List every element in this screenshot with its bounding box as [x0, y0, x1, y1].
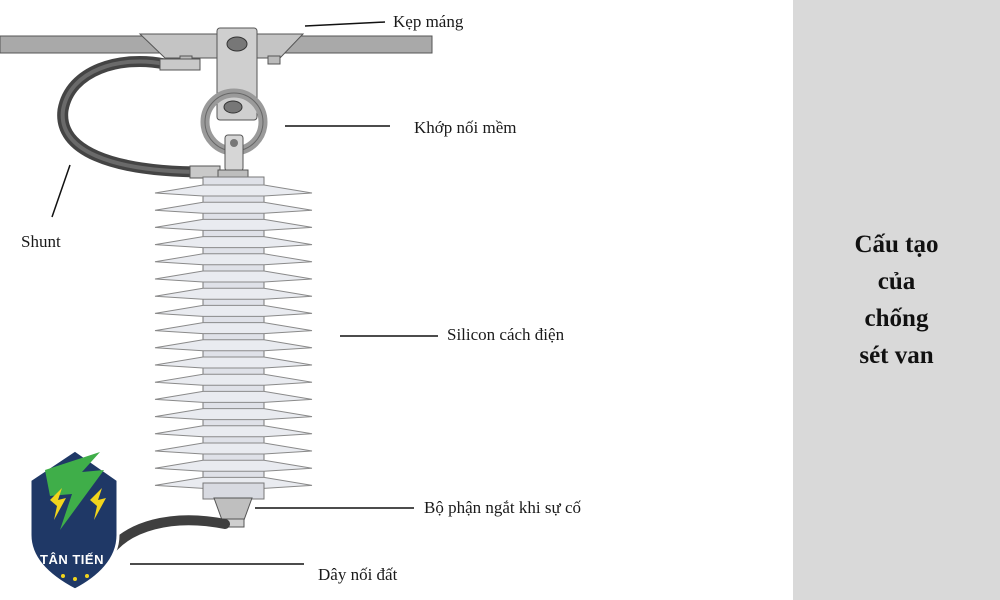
insulator-sheds [154, 184, 313, 489]
bracket-bolt-top [226, 36, 248, 52]
insulator-shed [154, 287, 313, 300]
arrester-diagram [0, 21, 438, 592]
insulator-shed [154, 339, 313, 352]
insulator-shed [154, 442, 313, 455]
logo-star-right [85, 574, 89, 578]
logo-star-left [61, 574, 65, 578]
housing-bottom [202, 482, 265, 500]
insulator-shed [154, 236, 313, 249]
logo-bolt-yellow-right [90, 488, 106, 520]
insulator-shed [154, 373, 313, 386]
logo-star-mid [73, 577, 77, 581]
label-shunt: Shunt [21, 232, 61, 251]
label-disconnector: Bộ phận ngắt khi sự cố [424, 498, 582, 517]
insulator-shed [154, 408, 313, 421]
label-clamp: Kẹp máng [393, 12, 464, 31]
insulator-shed [154, 390, 313, 403]
leader-clamp [304, 21, 386, 27]
shunt-terminal-top [159, 58, 201, 71]
clamp-nut-right [267, 55, 281, 65]
diagram-area: Kẹp máng Khớp nối mềm Shunt Silicon cách… [0, 12, 582, 592]
insulator-shed [154, 322, 313, 335]
side-panel-title: Cấu tạo của chống sét van [854, 231, 939, 369]
disconnector-body [213, 497, 253, 521]
lower-link-hole [230, 139, 238, 147]
insulator-shed [154, 201, 313, 214]
insulator-shed [154, 184, 313, 197]
insulator-shed [154, 425, 313, 438]
logo-brand-text: TÂN TIẾN [40, 552, 104, 567]
leader-shunt [51, 164, 71, 218]
shunt-cable-highlight [60, 59, 207, 174]
ground-wire [100, 515, 230, 563]
logo-bolt-yellow-left [50, 488, 66, 520]
insulator-shed [154, 218, 313, 231]
tan-tien-logo [28, 448, 120, 592]
side-panel: Cấu tạo của chống sét van [793, 0, 1000, 600]
label-flex-joint: Khớp nối mềm [414, 118, 517, 137]
bracket-bolt-bottom [223, 100, 243, 114]
insulator-shed [154, 304, 313, 317]
insulator-shed [154, 356, 313, 369]
label-silicone: Silicon cách điện [447, 325, 565, 344]
shunt-terminal-bottom [189, 165, 221, 179]
insulator-shed [154, 459, 313, 472]
logo-bolt-green [45, 452, 104, 530]
insulator-shed [154, 270, 313, 283]
label-ground-wire: Dây nối đất [318, 565, 398, 584]
insulator-shed [154, 253, 313, 266]
